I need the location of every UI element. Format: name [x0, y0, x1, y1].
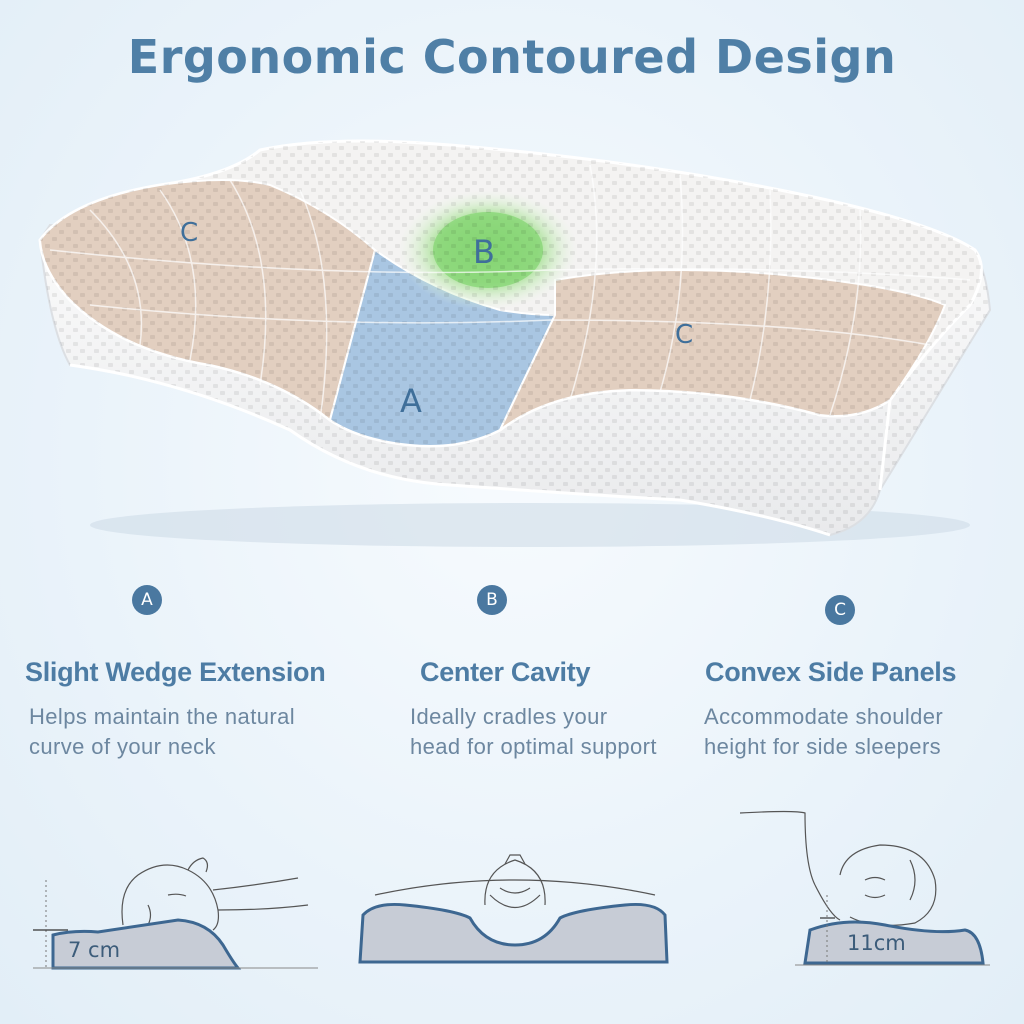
feature-c-description: Accommodate shoulder height for side sle…	[704, 704, 944, 759]
side-height-measure: 11cm	[847, 931, 906, 955]
zone-a-label: A	[400, 382, 422, 420]
back-height-measure: 7 cm	[68, 938, 121, 962]
side-sleeper-illustration: 11cm	[735, 805, 995, 980]
feature-b-description: Ideally cradles your head for optimal su…	[410, 704, 657, 759]
feature-a-description: Helps maintain the natural curve of your…	[29, 704, 295, 759]
badge-b: B	[477, 585, 507, 615]
zone-c-right-label: C	[675, 320, 694, 350]
back-sleeper-illustration: 7 cm	[28, 850, 328, 980]
back-sleeper-graphic	[33, 857, 318, 970]
badge-a: A	[132, 585, 162, 615]
feature-c-heading: Convex Side Panels	[705, 657, 957, 687]
zone-c-left-label: C	[180, 218, 199, 248]
center-cavity-illustration	[355, 850, 675, 980]
pillow-graphic	[38, 139, 992, 547]
badge-c: C	[825, 595, 855, 625]
zone-b-label: B	[473, 233, 495, 271]
center-cavity-graphic	[358, 854, 669, 964]
side-sleeper-graphic	[739, 810, 990, 966]
pillow-illustration: C B C A	[30, 130, 1000, 560]
page-title: Ergonomic Contoured Design	[127, 30, 897, 84]
feature-b-heading: Center Cavity	[420, 657, 591, 687]
feature-a-heading: Slight Wedge Extension	[25, 657, 326, 687]
